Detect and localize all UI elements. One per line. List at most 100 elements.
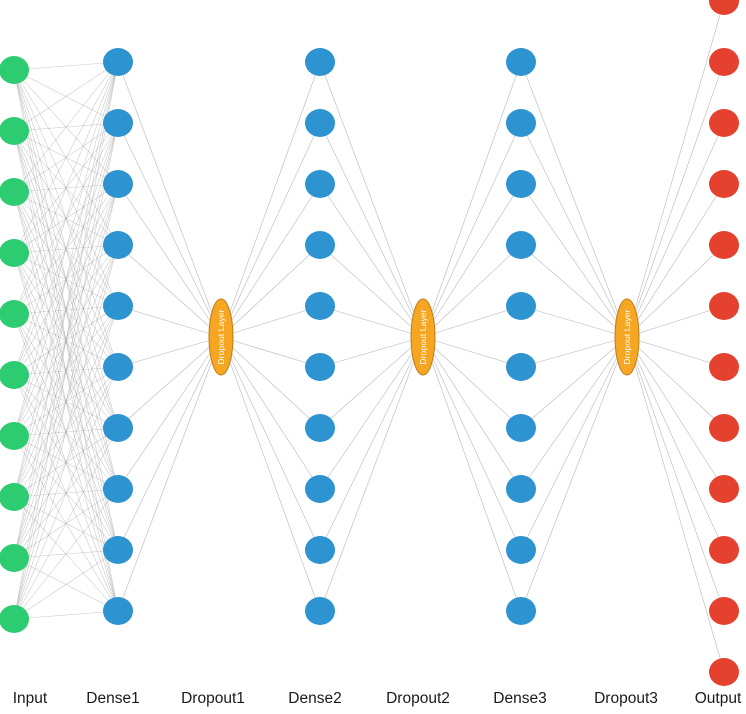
edge — [117, 183, 222, 338]
edge — [13, 61, 119, 71]
dense-node[interactable] — [305, 48, 335, 76]
output-node[interactable] — [709, 475, 739, 503]
dense-node[interactable] — [103, 536, 133, 564]
dense-node[interactable] — [506, 231, 536, 259]
edges-group — [13, 0, 725, 673]
dense-node[interactable] — [506, 170, 536, 198]
output-node-shape — [709, 536, 739, 564]
output-node[interactable] — [709, 170, 739, 198]
dense-node[interactable] — [506, 414, 536, 442]
edge — [220, 244, 321, 338]
input-node[interactable] — [0, 117, 29, 145]
dense-node-shape — [506, 231, 536, 259]
edge — [13, 549, 119, 620]
output-node-shape — [709, 0, 739, 15]
edge — [520, 336, 628, 612]
input-node[interactable] — [0, 300, 29, 328]
dropout-ellipse[interactable]: Dropout Layer — [614, 298, 640, 376]
edge — [319, 183, 424, 338]
edge — [13, 244, 119, 620]
edge — [626, 61, 725, 338]
edge — [626, 336, 725, 490]
dense-node-shape — [103, 353, 133, 381]
edge — [117, 244, 222, 338]
edge — [319, 122, 424, 338]
dense-node[interactable] — [305, 231, 335, 259]
dense-node[interactable] — [103, 292, 133, 320]
edge — [422, 336, 522, 368]
output-node[interactable] — [709, 536, 739, 564]
dense-node-shape — [506, 48, 536, 76]
edge — [13, 488, 119, 620]
dense-node[interactable] — [103, 109, 133, 137]
edge — [220, 61, 321, 338]
dense-node[interactable] — [506, 109, 536, 137]
dense-node[interactable] — [103, 170, 133, 198]
dropout-ellipse[interactable]: Dropout Layer — [410, 298, 436, 376]
dense-node[interactable] — [305, 475, 335, 503]
input-node-shape — [0, 605, 29, 633]
dense-node[interactable] — [103, 475, 133, 503]
output-node[interactable] — [709, 48, 739, 76]
dense-node[interactable] — [506, 536, 536, 564]
output-node[interactable] — [709, 353, 739, 381]
dense-node-shape — [305, 536, 335, 564]
dense-node[interactable] — [506, 475, 536, 503]
input-node[interactable] — [0, 239, 29, 267]
input-node[interactable] — [0, 605, 29, 633]
dense-node-shape — [506, 170, 536, 198]
input-node-shape — [0, 300, 29, 328]
dropout-ellipse-shape — [614, 298, 640, 376]
dense-node[interactable] — [506, 292, 536, 320]
output-node-shape — [709, 48, 739, 76]
edge — [220, 183, 321, 338]
edge — [117, 122, 222, 338]
edge — [13, 61, 119, 193]
output-node[interactable] — [709, 658, 739, 686]
input-node-shape — [0, 361, 29, 389]
dense-node[interactable] — [305, 414, 335, 442]
output-node[interactable] — [709, 414, 739, 442]
edge — [520, 305, 628, 338]
dense-node-shape — [103, 231, 133, 259]
dense-node[interactable] — [103, 231, 133, 259]
dense-node[interactable] — [103, 48, 133, 76]
dense-node[interactable] — [103, 353, 133, 381]
input-node[interactable] — [0, 483, 29, 511]
dense-node-shape — [506, 414, 536, 442]
output-node[interactable] — [709, 292, 739, 320]
dense-node[interactable] — [305, 536, 335, 564]
dense-node[interactable] — [305, 597, 335, 625]
edge — [220, 305, 321, 338]
output-node[interactable] — [709, 231, 739, 259]
dense-node[interactable] — [506, 48, 536, 76]
dense-node[interactable] — [305, 353, 335, 381]
dense-node[interactable] — [506, 353, 536, 381]
dense-node-shape — [506, 353, 536, 381]
dense-node[interactable] — [305, 292, 335, 320]
dense-node[interactable] — [305, 109, 335, 137]
layer-label-dropout2: Dropout2 — [386, 690, 450, 707]
input-node-shape — [0, 117, 29, 145]
dropout-ellipse[interactable]: Dropout Layer — [208, 298, 234, 376]
edge — [422, 336, 522, 490]
input-node[interactable] — [0, 544, 29, 572]
edge — [13, 61, 119, 254]
output-node-shape — [709, 353, 739, 381]
output-node[interactable] — [709, 597, 739, 625]
input-node[interactable] — [0, 56, 29, 84]
dense-node[interactable] — [103, 597, 133, 625]
output-node[interactable] — [709, 109, 739, 137]
output-node-shape — [709, 292, 739, 320]
input-node[interactable] — [0, 178, 29, 206]
dense-node[interactable] — [305, 170, 335, 198]
dense-node[interactable] — [506, 597, 536, 625]
input-node[interactable] — [0, 422, 29, 450]
edge — [13, 427, 119, 620]
dense-node[interactable] — [103, 414, 133, 442]
edge — [13, 366, 119, 620]
edge — [422, 305, 522, 338]
input-node[interactable] — [0, 361, 29, 389]
output-node[interactable] — [709, 0, 739, 15]
